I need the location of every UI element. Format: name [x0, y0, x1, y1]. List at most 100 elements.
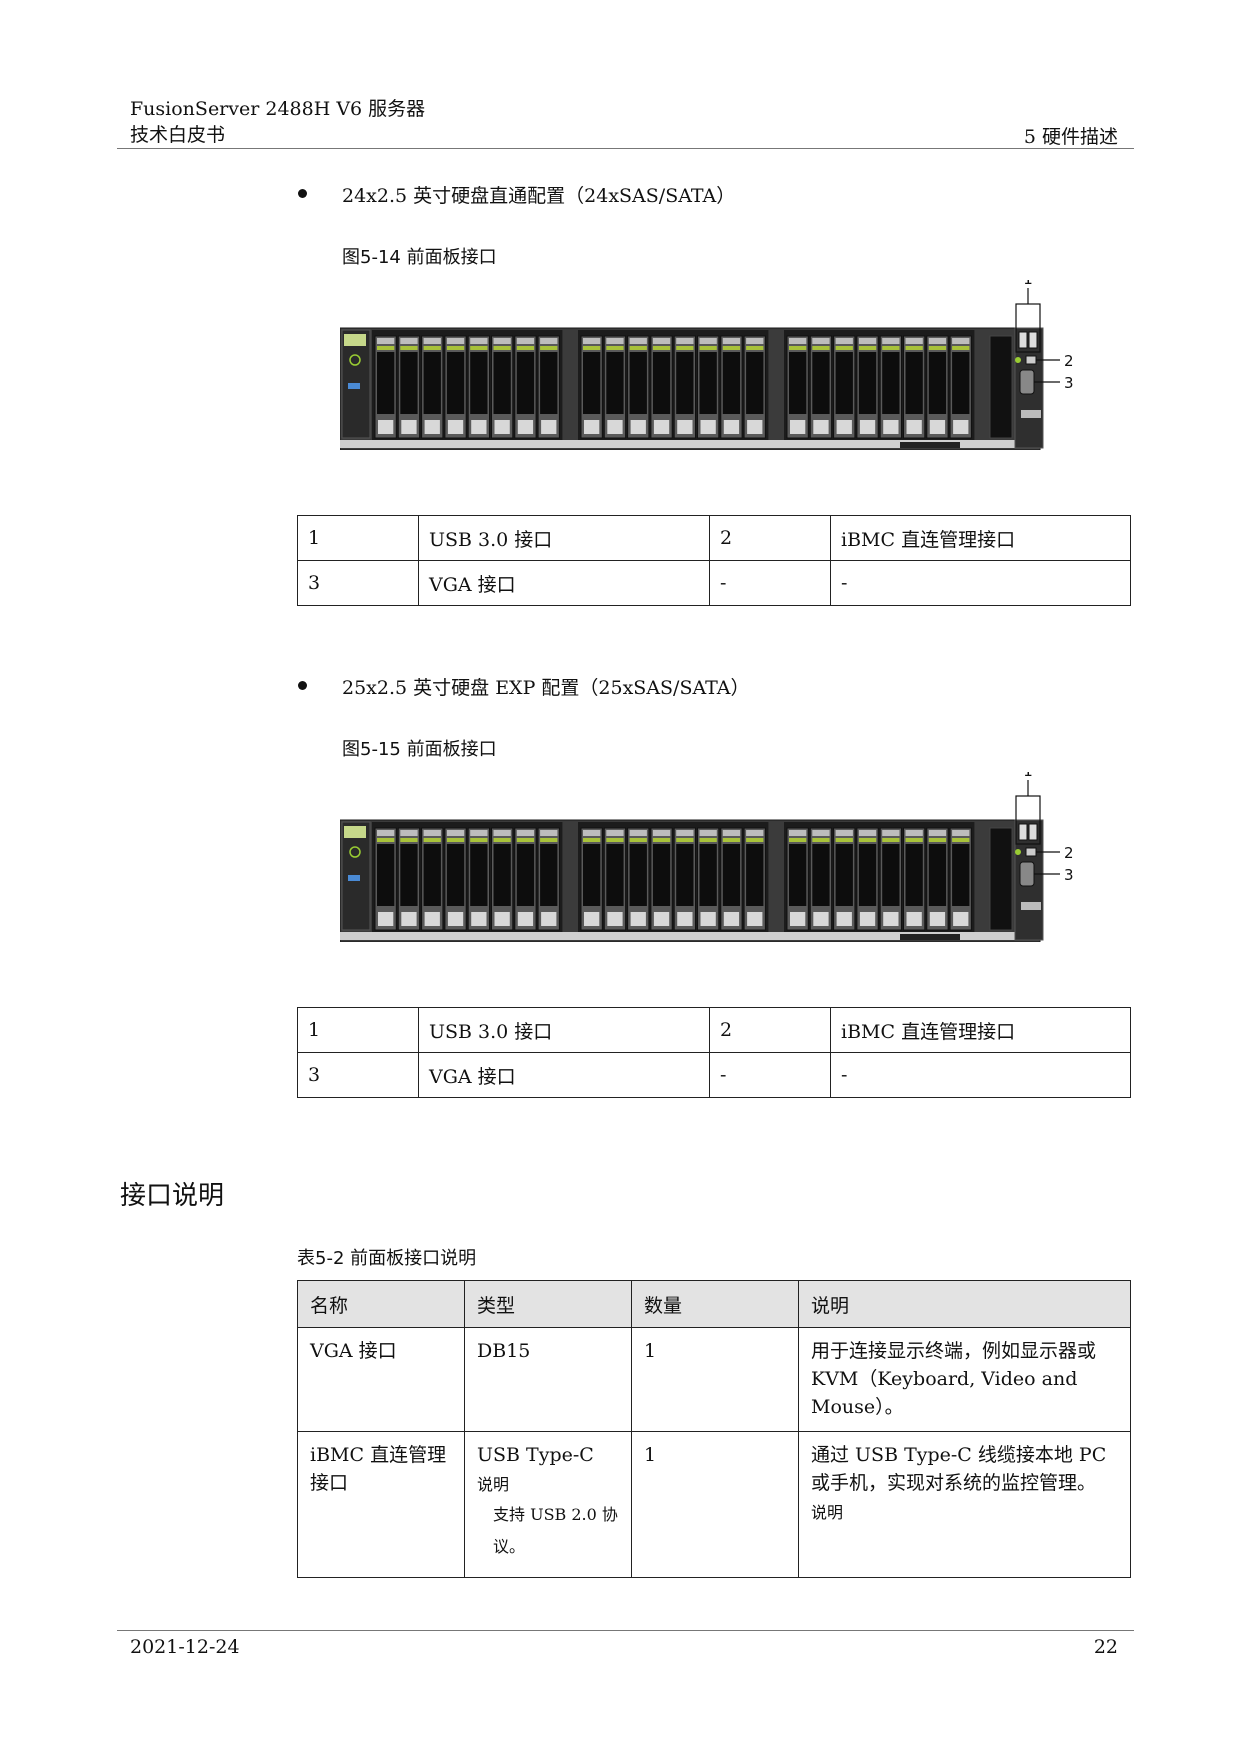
drive-label: [699, 338, 717, 344]
drive-led: [789, 838, 807, 842]
drive-bay: [743, 335, 766, 439]
bullet-text: 24x2.5 英寸硬盘直通配置（24xSAS/SATA）: [342, 185, 736, 207]
drive-led: [746, 838, 764, 842]
table-row: VGA 接口 DB15 1 用于连接显示终端，例如显示器或 KVM（Keyboa…: [297, 1327, 1131, 1432]
drive-label: [540, 830, 558, 836]
drive-label: [400, 830, 418, 836]
callout-number: 1: [1023, 772, 1033, 780]
drive-release-latch: [953, 420, 969, 434]
drive-label: [952, 830, 970, 836]
drive-led: [952, 346, 970, 350]
drive-vent-grille: [858, 352, 877, 414]
drive-led: [400, 346, 418, 350]
drive-vent-grille: [516, 352, 535, 414]
drive-release-latch: [494, 420, 510, 434]
drive-label: [789, 338, 807, 344]
drive-release-latch: [378, 420, 394, 434]
drive-release-latch: [378, 912, 394, 926]
drive-vent-grille: [540, 352, 558, 414]
column-header: 名称: [297, 1280, 465, 1328]
drive-bay: [743, 827, 766, 931]
drive-vent-grille: [470, 352, 488, 414]
drive-led: [540, 838, 558, 842]
drive-vent-grille: [989, 335, 1013, 439]
drive-release-latch: [517, 912, 534, 926]
legend-cell: USB 3.0 接口: [418, 515, 710, 561]
drive-bay: [879, 335, 903, 439]
callout-number: 2: [1064, 844, 1074, 862]
drive-bay: [673, 827, 697, 931]
drive-label: [746, 338, 764, 344]
drive-bay: [580, 335, 603, 439]
drive-release-latch: [700, 912, 716, 926]
drive-release-latch: [447, 912, 464, 926]
drive-vent-grille: [676, 352, 694, 414]
drive-release-latch: [953, 912, 969, 926]
drive-vent-grille: [652, 352, 671, 414]
drive-led: [377, 346, 395, 350]
usb-port-icon: [1028, 331, 1038, 349]
drive-bay: [720, 827, 743, 931]
drive-label: [493, 830, 511, 836]
drive-release-latch: [929, 912, 946, 926]
figure-caption: 图5-14 前面板接口: [342, 247, 497, 268]
drive-vent-grille: [629, 352, 647, 414]
legend-cell: -: [709, 560, 831, 606]
drive-release-latch: [906, 420, 922, 434]
drive-release-latch: [653, 912, 670, 926]
drive-vent-grille: [423, 844, 441, 906]
drive-led: [882, 838, 900, 842]
drive-release-latch: [723, 912, 740, 926]
drive-bay: [627, 335, 650, 439]
drive-led: [882, 346, 900, 350]
header-divider: [117, 148, 1134, 149]
drive-bay: [809, 335, 833, 439]
drive-bay: [514, 335, 537, 439]
server-front-panel-diagram: 1 2 3: [339, 762, 1074, 943]
legend-cell: VGA 接口: [418, 560, 710, 606]
drive-label: [583, 338, 601, 344]
drive-label: [812, 830, 830, 836]
drive-led: [629, 838, 647, 842]
drive-led: [470, 346, 488, 350]
drive-release-latch: [541, 420, 557, 434]
led-indicator-icon: [1015, 849, 1021, 855]
vga-port-icon: [1019, 369, 1035, 395]
drive-led: [722, 838, 741, 842]
drive-led: [858, 346, 877, 350]
chassis-label-tab: [900, 442, 960, 448]
drive-led: [377, 838, 395, 842]
cell-name: VGA 接口: [297, 1327, 465, 1432]
legend-cell: 1: [297, 1007, 419, 1053]
drive-label: [676, 830, 694, 836]
drive-vent-grille: [629, 844, 647, 906]
drive-label: [629, 830, 647, 836]
drive-vent-grille: [882, 844, 900, 906]
column-header: 数量: [631, 1280, 799, 1328]
drive-led: [835, 346, 853, 350]
drive-vent-grille: [676, 844, 694, 906]
callout-number: 3: [1064, 866, 1074, 884]
drive-vent-grille: [699, 352, 717, 414]
drive-vent-grille: [882, 352, 900, 414]
drive-vent-grille: [652, 844, 671, 906]
legend-cell: -: [709, 1052, 831, 1098]
drive-release-latch: [401, 912, 417, 926]
drive-led: [606, 838, 624, 842]
drive-release-latch: [859, 912, 876, 926]
vga-port-icon: [1019, 861, 1035, 887]
drive-bay: [903, 335, 926, 439]
drive-vent-grille: [493, 352, 511, 414]
cell-type: DB15: [464, 1327, 632, 1432]
drive-label: [606, 338, 624, 344]
drive-bay: [397, 335, 421, 439]
drive-bay: [809, 827, 833, 931]
note-body: 支持 USB 2.0 协议。: [493, 1505, 618, 1556]
drive-release-latch: [836, 912, 852, 926]
page-number: 22: [1093, 1636, 1118, 1658]
table-row: 3 VGA 接口 - -: [297, 1052, 1131, 1098]
drive-release-latch: [883, 912, 899, 926]
drive-bay: [856, 827, 879, 931]
drive-label: [858, 338, 877, 344]
drive-vent-grille: [722, 844, 741, 906]
